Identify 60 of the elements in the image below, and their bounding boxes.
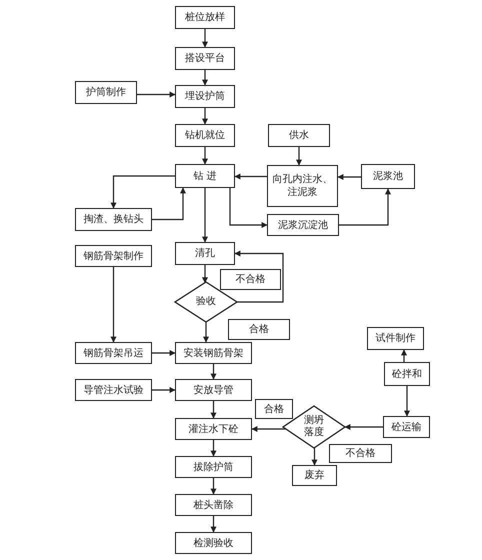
flow-arrow [152, 187, 186, 220]
flow-arrow [152, 350, 176, 356]
flow-arrow [137, 92, 176, 98]
flow-arrow [229, 188, 268, 228]
process-step: 泥浆池 [361, 164, 415, 189]
flow-arrow [110, 175, 175, 209]
process-step: 桩头凿除 [175, 494, 252, 516]
flow-arrow [337, 174, 361, 180]
flow-arrow [210, 440, 216, 457]
process-step: 导管注水试验 [75, 379, 152, 401]
flow-arrow [202, 188, 208, 243]
process-step: 合格 [228, 319, 290, 340]
flow-arrow [344, 424, 383, 430]
flow-arrow [210, 478, 216, 495]
process-step: 砼运输 [383, 416, 430, 438]
process-step: 向孔内注水、注泥浆 [267, 165, 338, 207]
flow-arrow [210, 401, 216, 419]
flow-arrow [401, 349, 407, 362]
process-step: 灌注水下砼 [175, 418, 252, 440]
process-step: 钢筋骨架制作 [75, 245, 152, 267]
flow-arrow [251, 426, 286, 432]
flow-arrow [234, 250, 284, 303]
process-step: 检测验收 [175, 532, 252, 554]
flow-arrow [202, 265, 208, 284]
process-step: 拔除护筒 [175, 456, 252, 478]
flow-arrow [110, 267, 116, 343]
process-step: 清孔 [175, 242, 235, 265]
decision-label: 验收 [195, 296, 217, 308]
flow-arrow [404, 386, 410, 417]
process-step: 钢筋骨架吊运 [75, 342, 152, 364]
flow-arrow [312, 448, 318, 466]
process-step: 安装钢筋骨架 [175, 342, 252, 364]
decision-label: 测坍落度 [303, 415, 325, 439]
process-step: 供水 [268, 124, 330, 147]
flow-arrow [202, 70, 208, 86]
flow-arrow [234, 174, 267, 180]
flow-arrow [203, 322, 209, 343]
process-step: 合格 [255, 399, 293, 419]
flow-arrow [202, 108, 208, 125]
process-step: 钻 进 [175, 164, 235, 188]
flow-arrow [202, 147, 208, 165]
flow-arrow [152, 387, 176, 393]
process-step: 泥浆沉淀池 [267, 214, 339, 236]
flow-arrow [202, 29, 208, 48]
process-step: 掏渣、换钻头 [75, 208, 152, 231]
process-step: 钻机就位 [175, 124, 235, 147]
process-step: 不合格 [329, 444, 392, 463]
flow-arrow [210, 516, 216, 533]
process-step: 试件制作 [367, 327, 424, 350]
process-step: 桩位放样 [175, 6, 235, 29]
flow-arrow [210, 364, 216, 380]
process-step: 护筒制作 [75, 81, 137, 104]
process-step: 安放导管 [175, 379, 252, 401]
process-step: 搭设平台 [175, 47, 235, 70]
process-step: 埋设护筒 [175, 85, 235, 108]
process-step: 砼拌和 [384, 362, 430, 386]
flow-arrow [296, 147, 302, 166]
process-step: 废弃 [292, 465, 337, 486]
process-step: 不合格 [220, 269, 281, 290]
flow-arrow [339, 188, 391, 226]
